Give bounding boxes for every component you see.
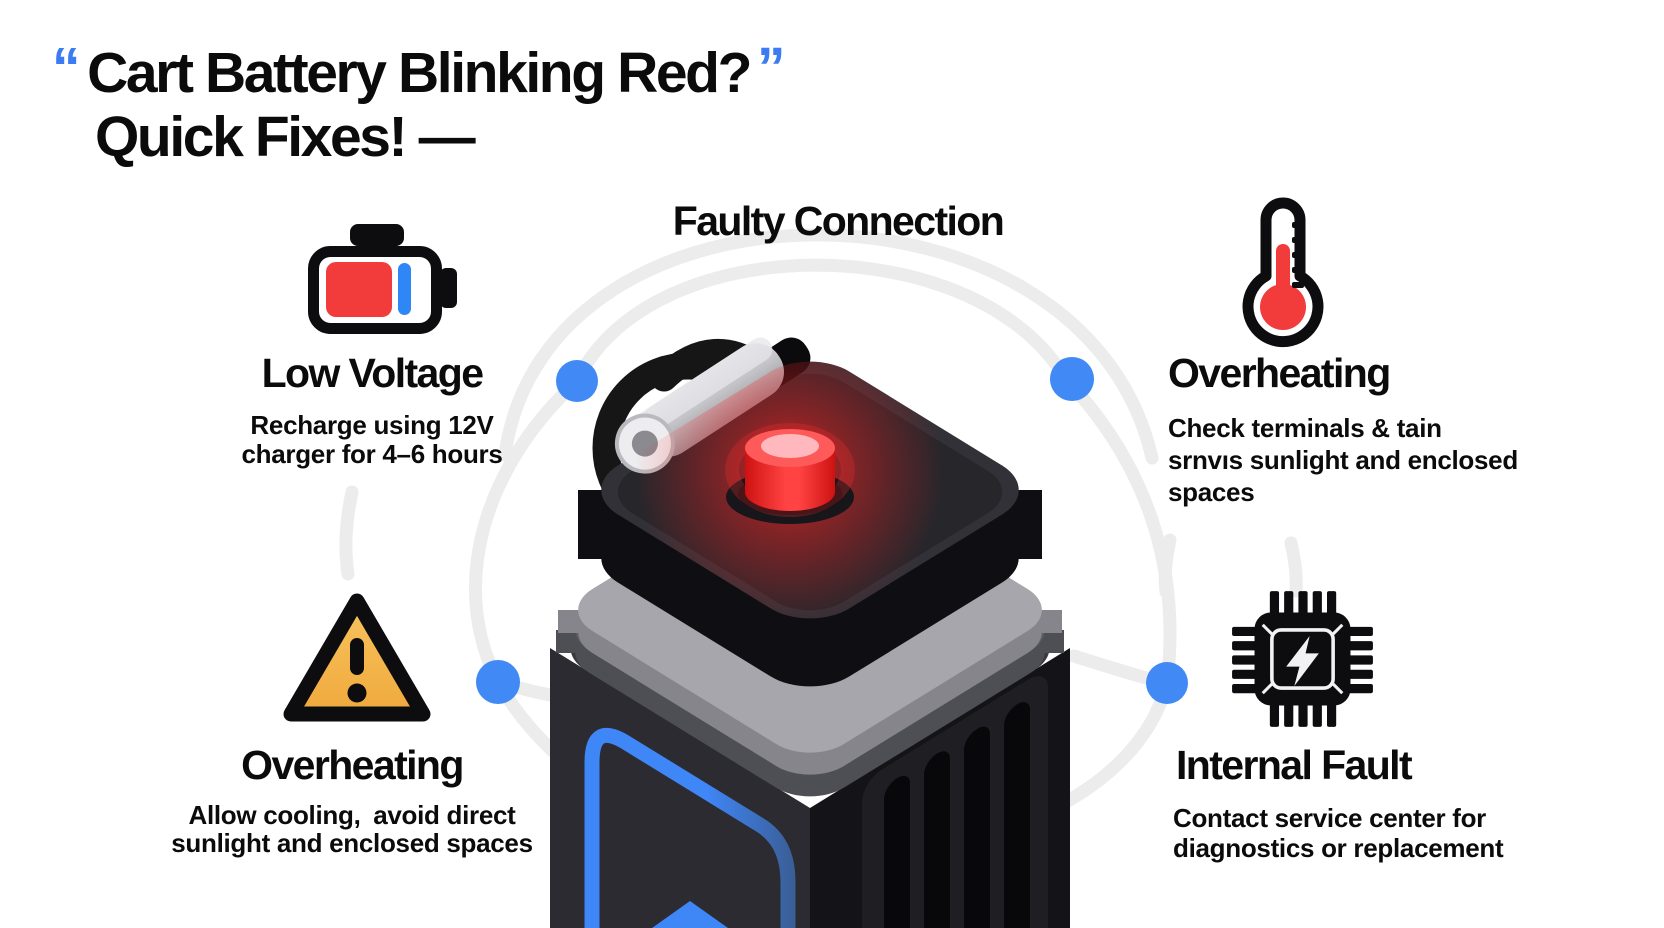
vent-bars — [862, 676, 1048, 928]
open-quote: “ — [52, 36, 81, 100]
leader-dash-right-1 — [1158, 533, 1177, 599]
callout-overheating-left: Overheating Allow cooling, avoid direct … — [171, 742, 533, 859]
battery-illustration — [550, 337, 1070, 928]
page-title: “Cart Battery Blinking Red?” Quick Fixes… — [52, 37, 786, 169]
thermometer-icon — [1242, 197, 1324, 348]
connector-dot — [1146, 662, 1188, 704]
callout-body-line: Allow cooling, avoid direct — [188, 800, 516, 831]
callout-body: Allow cooling, avoid direct sunlight and… — [171, 800, 533, 859]
callout-heading: Overheating — [241, 742, 464, 788]
callout-body: Check terminals & tain srnvıs sunlight a… — [1168, 412, 1518, 508]
connector-dot — [476, 660, 520, 704]
callout-body-line: Contact service center for — [1173, 803, 1486, 834]
callout-body-line: srnvıs sunlight and enclosed — [1168, 445, 1518, 476]
front-arrow — [652, 901, 728, 928]
callout-body-line: spaces — [1168, 477, 1255, 508]
leader-dash-left — [339, 485, 359, 581]
battery-front-accent — [584, 727, 796, 928]
callout-body-line: diagnostics or replacement — [1173, 833, 1504, 864]
battery-low-icon — [308, 224, 457, 334]
callout-low-voltage: Low Voltage Recharge using 12V charger f… — [241, 350, 502, 469]
callout-body-line: sunlight and enclosed spaces — [171, 828, 533, 859]
title-line-1: “Cart Battery Blinking Red?” — [52, 37, 786, 105]
connector-dot — [556, 360, 598, 402]
callout-body-line: Recharge using 12V — [250, 410, 494, 441]
chip-icon — [1232, 591, 1373, 727]
connector-dots — [476, 357, 1188, 704]
callout-faulty-connection-heading: Faulty Connection — [672, 198, 1005, 244]
callout-body-line: charger for 4–6 hours — [241, 439, 503, 470]
callout-heading: Internal Fault — [1176, 742, 1413, 788]
charger-connector — [614, 337, 784, 474]
title-text: Cart Battery Blinking Red? — [87, 41, 752, 105]
callout-internal-fault: Internal Fault Contact service center fo… — [1173, 742, 1504, 864]
warning-triangle-icon — [283, 593, 431, 722]
lightning-bolt-glyph — [1286, 636, 1319, 687]
callout-heading: Overheating — [1168, 350, 1391, 396]
title-line-2: Quick Fixes! — — [95, 105, 476, 169]
callout-overheating-right: Overheating Check terminals & tain srnvı… — [1168, 350, 1518, 508]
callout-body-line: Check terminals & tain — [1168, 413, 1442, 444]
callout-body: Recharge using 12V charger for 4–6 hours — [241, 411, 502, 469]
connector-dot — [1050, 357, 1094, 401]
callout-heading: Low Voltage — [261, 350, 484, 396]
outer-arc — [498, 228, 1159, 465]
leader-dash-right-2 — [1284, 536, 1303, 598]
callout-body: Contact service center for diagnostics o… — [1173, 803, 1504, 864]
battery-left-face — [550, 648, 810, 928]
close-quote: ” — [757, 36, 786, 100]
